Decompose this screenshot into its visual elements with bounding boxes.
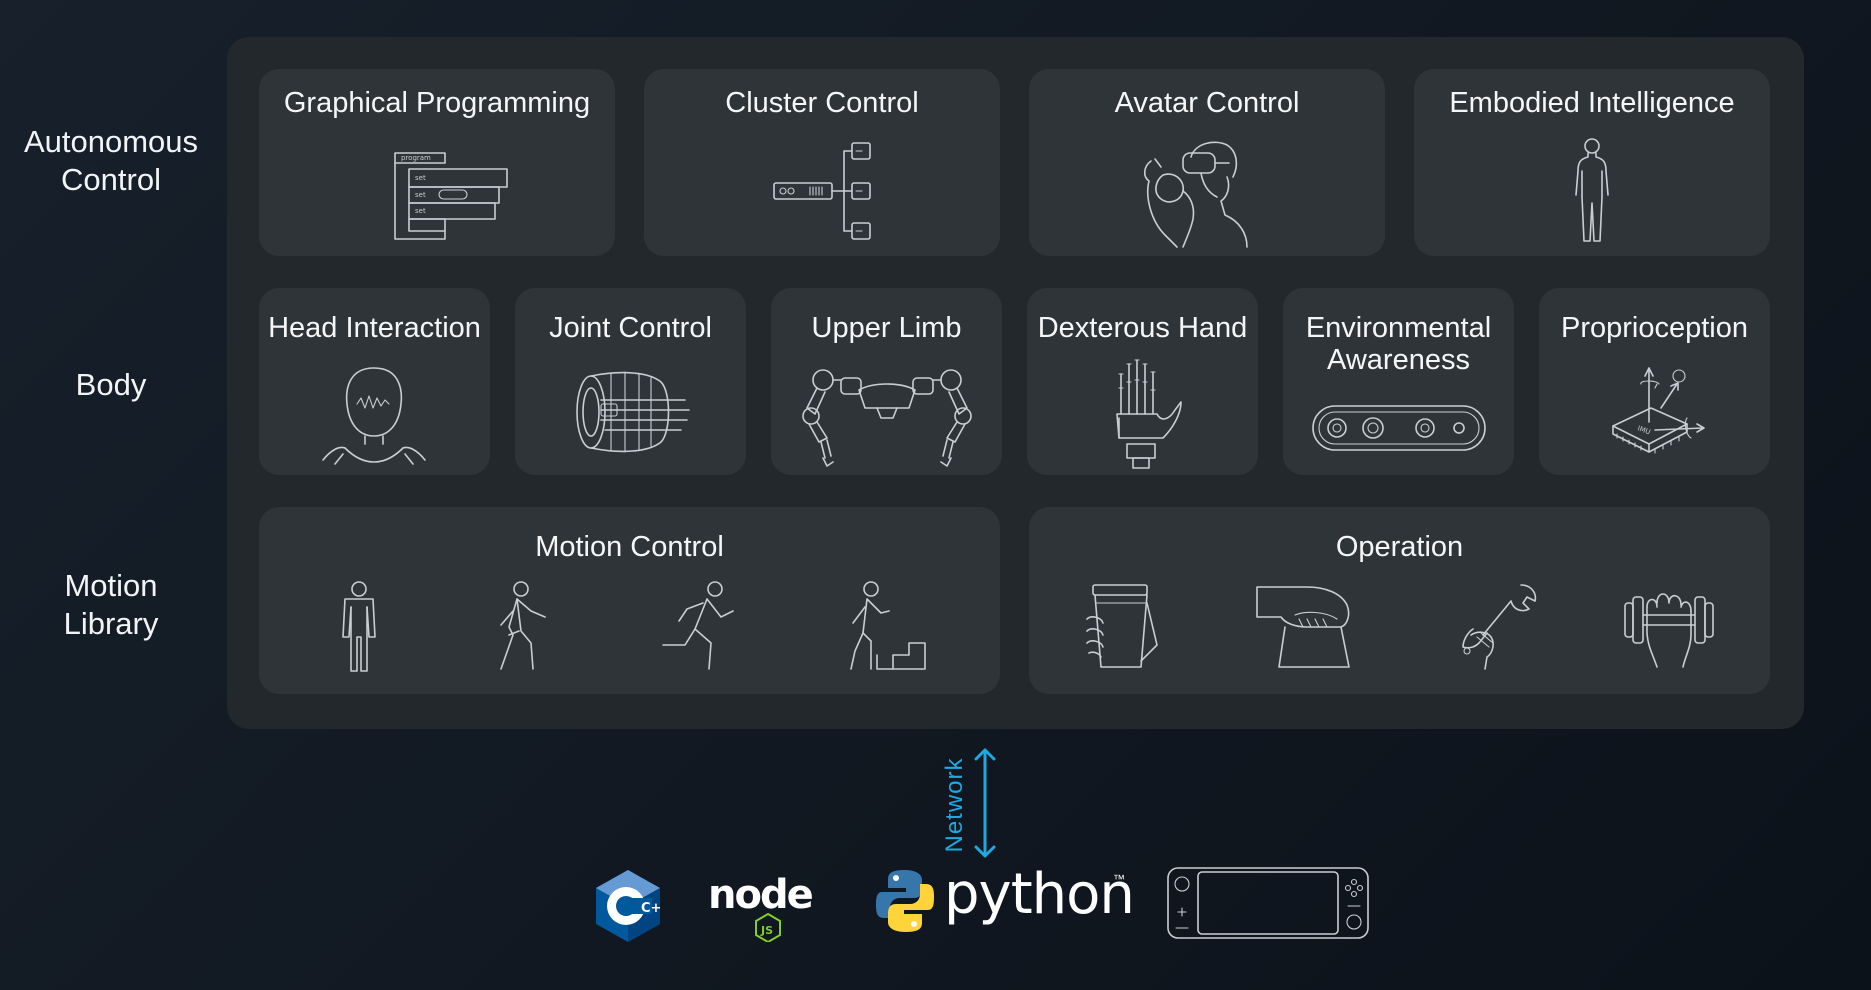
card-title: Upper Limb	[811, 312, 962, 344]
block-label-set: set	[415, 174, 426, 182]
card-title: Cluster Control	[725, 87, 919, 119]
python-logo-text: python	[944, 862, 1135, 927]
card-title-line: Awareness	[1327, 344, 1470, 376]
card-cluster-control[interactable]: Cluster Control	[644, 69, 1000, 256]
imu-chip-icon: IMU	[1607, 362, 1707, 460]
card-embodied-intelligence[interactable]: Embodied Intelligence	[1414, 69, 1770, 256]
joint-motor-icon	[571, 364, 691, 460]
stair-climbing-icon	[847, 581, 927, 673]
nodejs-js-badge: JS	[760, 924, 773, 937]
card-environmental-awareness[interactable]: Environmental Awareness	[1283, 288, 1514, 475]
card-graphical-programming[interactable]: Graphical Programming program set set se…	[259, 69, 615, 256]
card-avatar-control[interactable]: Avatar Control	[1029, 69, 1385, 256]
grasping-icon	[1255, 585, 1353, 669]
vr-teleoperator-icon	[1135, 137, 1259, 249]
cpp-logo-text: C++	[641, 901, 662, 916]
block-label-set: set	[415, 191, 426, 199]
walking-icon	[491, 581, 551, 673]
card-motion-control[interactable]: Motion Control	[259, 507, 1000, 694]
network-label: Network	[940, 750, 970, 860]
row-label-body: Body	[75, 367, 147, 402]
card-title: Motion Control	[535, 531, 724, 563]
card-title: Proprioception	[1561, 312, 1748, 344]
row-label-line: Autonomous	[23, 124, 199, 159]
card-title: Avatar Control	[1114, 87, 1300, 119]
wrench-icon	[1459, 581, 1539, 671]
robot-hand-icon	[1115, 358, 1185, 470]
card-title: Joint Control	[549, 312, 712, 344]
row-label-line: Control	[61, 162, 161, 197]
double-arrow-icon	[972, 746, 998, 860]
card-joint-control[interactable]: Joint Control	[515, 288, 746, 475]
row-label-line: Library	[63, 606, 159, 641]
card-title: Embodied Intelligence	[1449, 87, 1735, 119]
capability-panel: Graphical Programming program set set se…	[227, 37, 1804, 729]
block-program-icon: program set set set	[391, 149, 511, 243]
row-label-line: Motion	[64, 568, 158, 603]
card-upper-limb[interactable]: Upper Limb	[771, 288, 1002, 475]
card-title-line: Environmental	[1305, 312, 1492, 344]
network-label-text: Network	[941, 757, 968, 853]
depth-camera-icon	[1311, 404, 1487, 452]
handheld-controller-icon	[1166, 866, 1370, 940]
robot-arms-icon	[797, 362, 977, 470]
human-figure-icon	[1574, 137, 1610, 247]
holding-cup-icon	[1085, 583, 1163, 669]
card-title: Graphical Programming	[283, 87, 591, 119]
card-proprioception[interactable]: Proprioception IMU	[1539, 288, 1770, 475]
python-snake-icon	[874, 868, 936, 934]
robot-head-icon	[321, 364, 427, 468]
card-dexterous-hand[interactable]: Dexterous Hand	[1027, 288, 1258, 475]
card-title: Dexterous Hand	[1037, 312, 1248, 344]
card-title: Head Interaction	[268, 312, 481, 344]
network-tree-icon	[772, 139, 876, 245]
card-title: Operation	[1335, 531, 1464, 563]
card-operation[interactable]: Operation	[1029, 507, 1770, 694]
card-title: Environmental Awareness	[1283, 312, 1514, 376]
running-icon	[659, 581, 735, 673]
python-trademark: ™	[1113, 872, 1125, 886]
cpp-logo: C++	[594, 868, 662, 944]
dumbbell-grip-icon	[1623, 585, 1715, 669]
imu-label: IMU	[1636, 424, 1651, 436]
nodejs-logo-text: node	[708, 872, 813, 918]
standing-icon	[337, 581, 381, 673]
block-label-set: set	[415, 207, 426, 215]
card-head-interaction[interactable]: Head Interaction	[259, 288, 490, 475]
block-label-program: program	[401, 154, 431, 162]
nodejs-logo: node JS	[706, 870, 830, 942]
